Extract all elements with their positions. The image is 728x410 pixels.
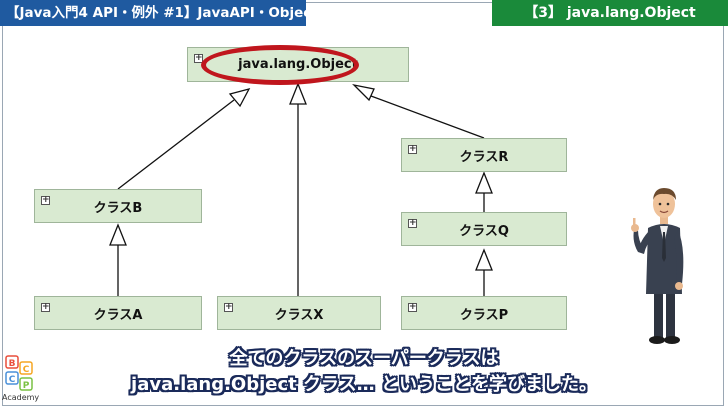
class-label-x: クラスX: [274, 307, 324, 323]
logo-text: Academy: [2, 393, 40, 402]
caption-line-1: 全てのクラスのスーパークラスは: [229, 348, 499, 369]
class-box-x[interactable]: + クラスX: [217, 296, 381, 330]
expand-icon[interactable]: +: [408, 218, 417, 228]
expand-icon[interactable]: +: [41, 302, 50, 312]
class-box-q[interactable]: + クラスQ: [401, 212, 567, 246]
slide-title: 【Java入門4 API・例外 #1】JavaAPI・Object: [0, 0, 318, 26]
caption-line-2: java.lang.Object クラス… ということを学びました。: [131, 374, 597, 395]
logo-letter-c2: C: [9, 375, 16, 385]
presenter-illustration: [631, 188, 684, 344]
arrowhead-r-object: [352, 83, 375, 102]
class-box-p[interactable]: + クラスP: [401, 296, 567, 330]
class-label-a: クラスA: [93, 307, 143, 323]
arrowhead-a-b: [109, 223, 127, 246]
expand-icon[interactable]: +: [194, 53, 203, 63]
section-title: 【3】 java.lang.Object: [492, 0, 728, 26]
class-label-b: クラスB: [93, 200, 143, 216]
edge-r-object: [370, 95, 485, 139]
class-box-r[interactable]: + クラスR: [401, 138, 567, 172]
arrowhead-q-r: [475, 171, 493, 194]
class-label-p: クラスP: [459, 307, 509, 323]
class-box-b[interactable]: + クラスB: [34, 189, 202, 223]
arrowhead-p-q: [475, 248, 493, 271]
academy-logo: B C C P: [5, 355, 33, 391]
subtitle-caption: 全てのクラスのスーパークラスは java.lang.Object クラス… とい…: [0, 346, 728, 398]
expand-icon[interactable]: +: [224, 302, 233, 312]
logo-letter-c1: C: [23, 365, 30, 375]
logo-letter-p: P: [23, 381, 30, 391]
slide-frame: [2, 2, 724, 406]
logo-letter-b: B: [9, 359, 16, 369]
expand-icon[interactable]: +: [408, 144, 417, 154]
expand-icon[interactable]: +: [408, 302, 417, 312]
highlight-ellipse: [201, 45, 359, 85]
class-label-r: クラスR: [459, 149, 509, 165]
edge-b-object: [117, 99, 235, 190]
class-box-a[interactable]: + クラスA: [34, 296, 202, 330]
arrowhead-x-object: [289, 82, 307, 105]
arrowhead-b-object: [228, 87, 251, 108]
expand-icon[interactable]: +: [41, 195, 50, 205]
class-label-q: クラスQ: [459, 223, 509, 239]
